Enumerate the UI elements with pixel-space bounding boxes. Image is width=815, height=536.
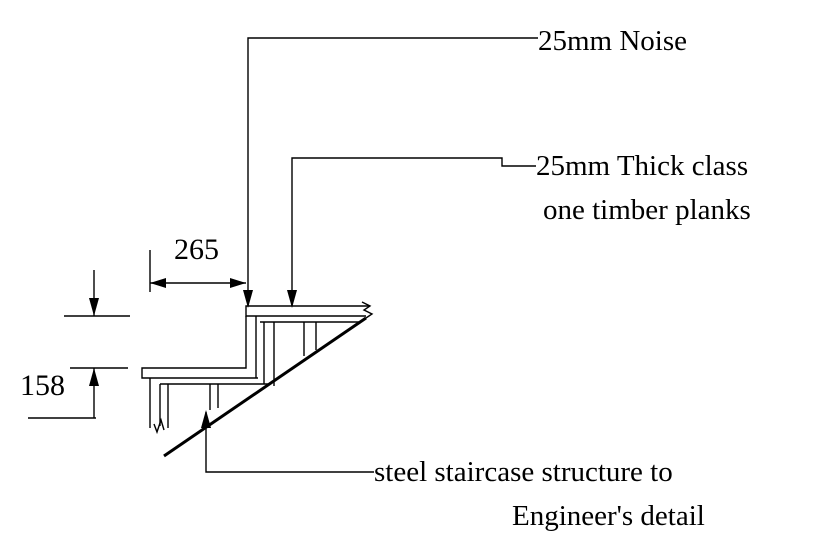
structure-label-line1: steel staircase structure to [374,456,673,488]
lower-tread [149,378,270,435]
structure-leader [201,410,374,473]
rise-dimension [28,270,130,419]
upper-tread [245,301,374,356]
nosing-label: 25mm Noise [538,25,687,57]
planks-label-line2: one timber planks [543,194,751,226]
riser-profile [141,316,275,386]
planks-label-line1: 25mm Thick class [536,150,748,182]
rise-value: 158 [20,369,65,402]
going-dimension [149,250,246,292]
planks-leader [287,157,536,308]
nosing-leader [243,37,538,308]
stringer-line [163,316,367,458]
going-value: 265 [174,233,219,266]
structure-label-line2: Engineer's detail [512,500,705,532]
